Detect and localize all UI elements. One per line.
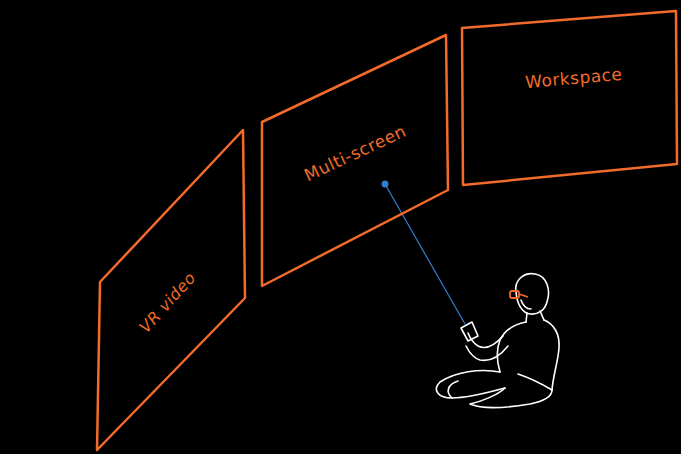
screen-panel: Workspace [462, 11, 677, 185]
panel-shape [262, 35, 448, 286]
vr-glasses [510, 291, 528, 298]
panel-label: Workspace [524, 64, 623, 92]
pointer-dot [382, 181, 389, 188]
screen-panel: VR video [97, 130, 245, 450]
panel-outline [462, 11, 677, 185]
panel-shape [462, 11, 677, 185]
screen-panel: Multi-screen [262, 35, 448, 286]
panel-label: VR video [135, 268, 199, 336]
panel-label: Multi-screen [301, 120, 409, 185]
pointer-ray [385, 184, 465, 324]
panel-shape [97, 130, 245, 450]
